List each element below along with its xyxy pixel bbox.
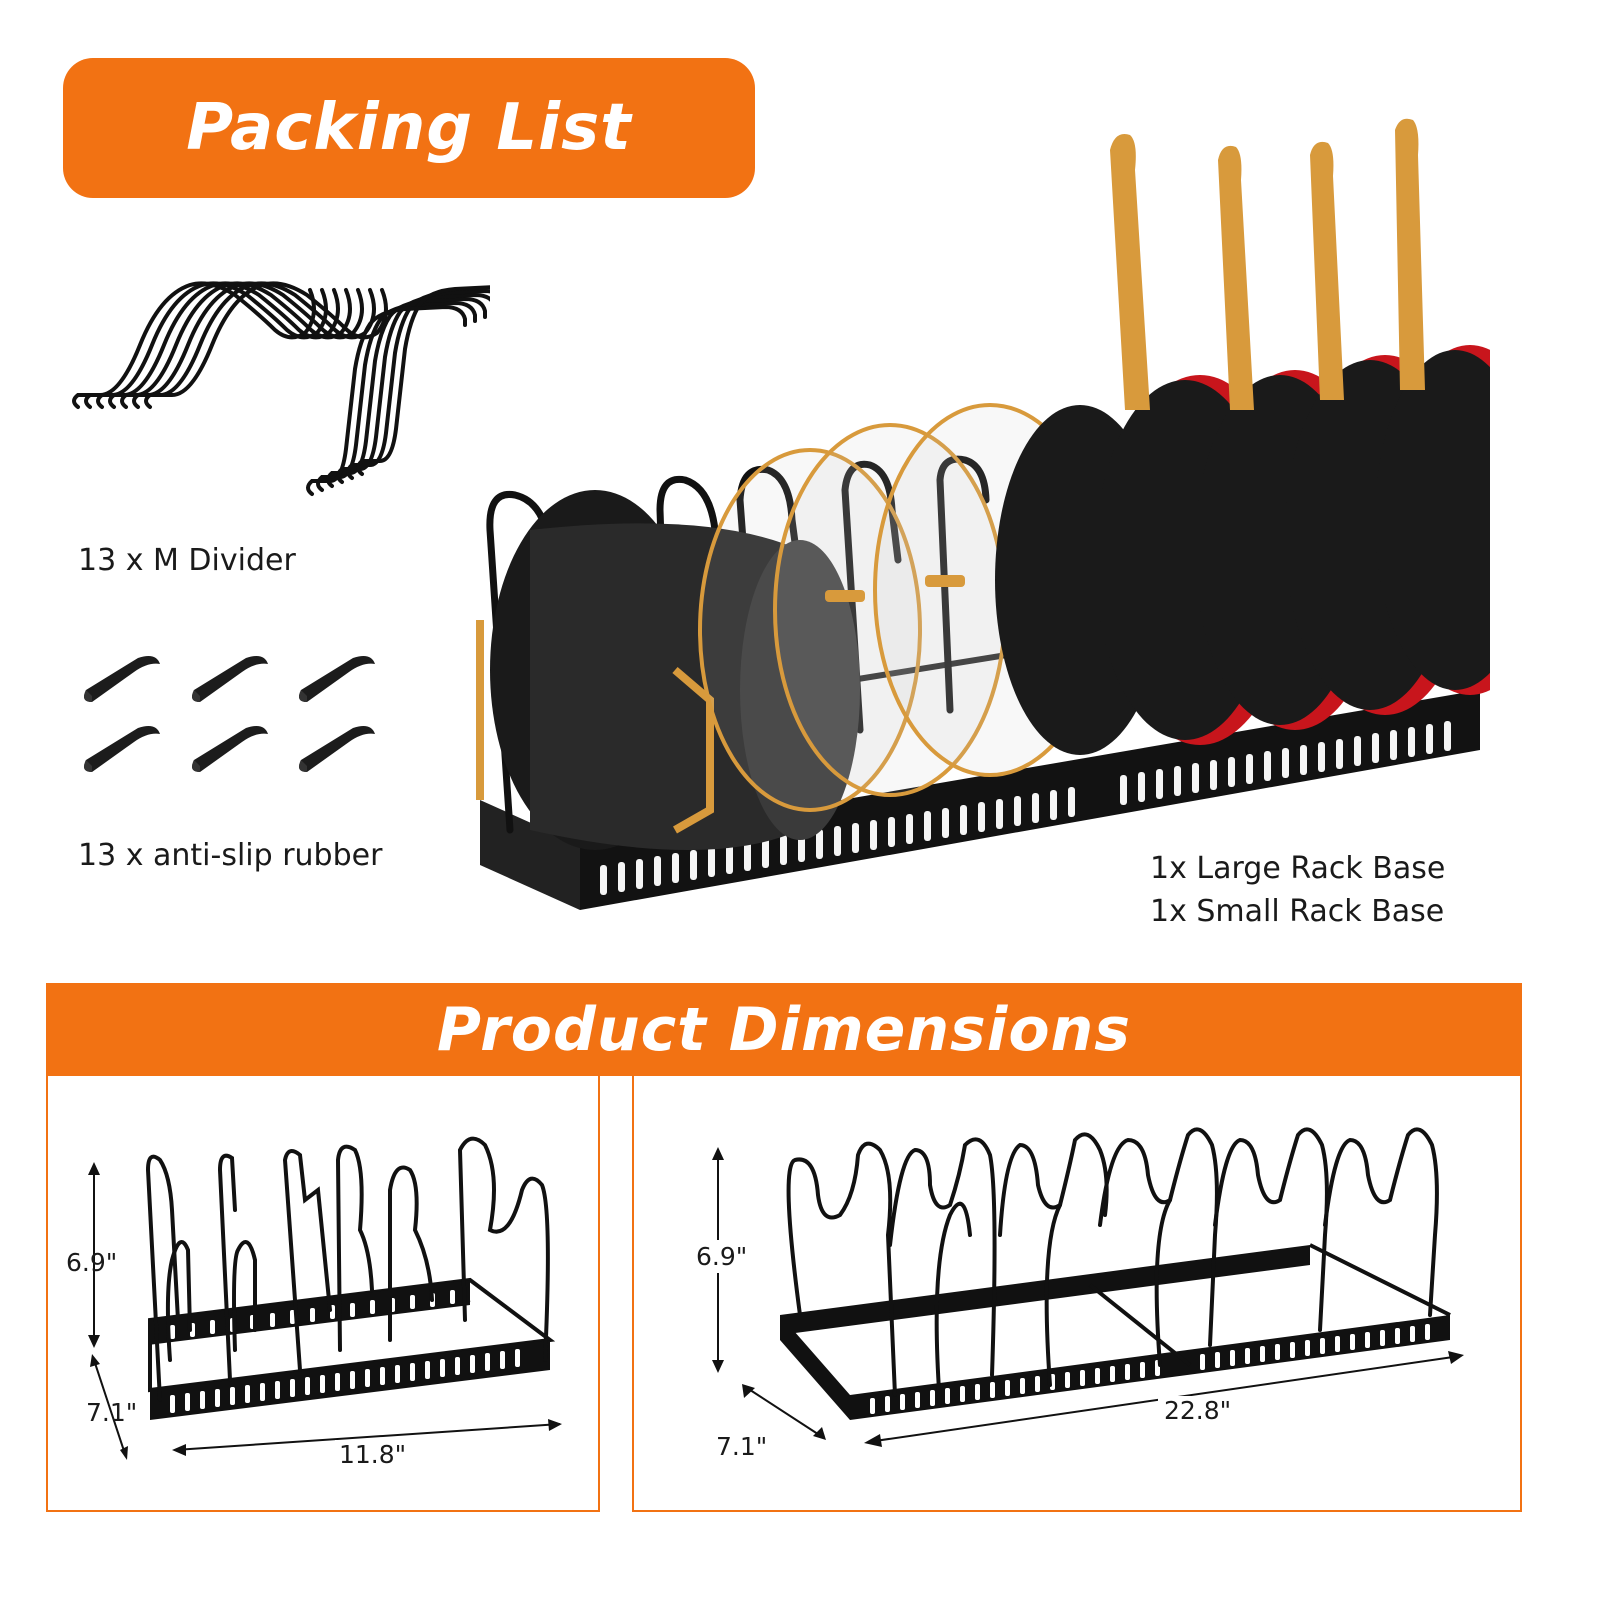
large-rack-dimension-panel bbox=[632, 1076, 1522, 1512]
small-rack-base-label: 1x Small Rack Base bbox=[1150, 894, 1445, 929]
rack-base bbox=[480, 690, 1480, 910]
small-rack-illustration bbox=[145, 1136, 556, 1420]
small-depth-label: 7.1" bbox=[86, 1398, 138, 1427]
large-depth-arrow bbox=[742, 1384, 826, 1440]
small-length-label: 11.8" bbox=[335, 1440, 411, 1469]
small-length-arrow bbox=[172, 1419, 562, 1456]
small-rack-dimension-panel bbox=[46, 1076, 600, 1512]
product-dimensions-banner: Product Dimensions bbox=[46, 983, 1522, 1076]
large-depth-label: 7.1" bbox=[716, 1432, 768, 1461]
packing-list-title: Packing List bbox=[186, 91, 632, 165]
anti-slip-rubber-icon bbox=[84, 656, 375, 772]
product-dimensions-title: Product Dimensions bbox=[437, 994, 1131, 1065]
m-divider-icon bbox=[72, 281, 490, 496]
frying-pans bbox=[995, 118, 1490, 755]
black-pot bbox=[476, 490, 860, 850]
m-divider-label: 13 x M Divider bbox=[78, 543, 296, 578]
anti-slip-rubber-label: 13 x anti-slip rubber bbox=[78, 838, 383, 873]
large-rack-base-label: 1x Large Rack Base bbox=[1150, 851, 1446, 886]
packing-list-banner: Packing List bbox=[63, 58, 755, 198]
large-length-label: 22.8" bbox=[1158, 1396, 1238, 1425]
large-height-label: 6.9" bbox=[696, 1240, 748, 1273]
small-height-label: 6.9" bbox=[66, 1248, 118, 1277]
small-height-arrow bbox=[88, 1162, 100, 1348]
large-rack-illustration bbox=[780, 1127, 1451, 1420]
rack-with-pans-illustration bbox=[476, 118, 1490, 910]
small-depth-arrow bbox=[90, 1354, 128, 1460]
